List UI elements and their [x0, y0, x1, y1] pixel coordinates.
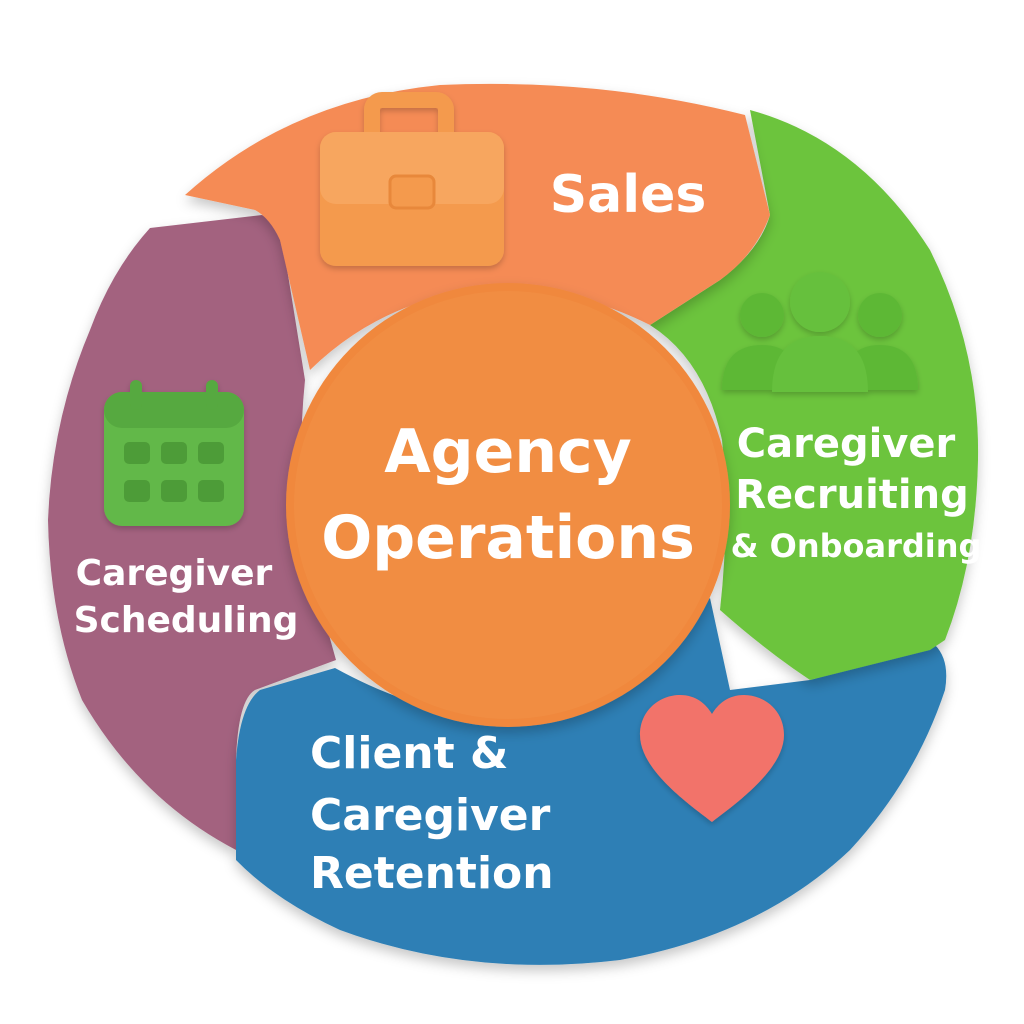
segment-label-recruiting-line1: Caregiver [737, 421, 956, 467]
center-title-line1: Agency [384, 417, 631, 487]
segment-label-retention-line3: Retention [310, 848, 554, 899]
segment-label-retention-line1: Client & [310, 728, 508, 779]
center-title-line2: Operations [321, 503, 695, 573]
segment-retention [236, 598, 947, 965]
people-group-icon [722, 272, 918, 392]
segment-label-recruiting-line3: & Onboarding [731, 527, 982, 565]
segment-label-scheduling-line2: Scheduling [74, 600, 299, 641]
calendar-icon [104, 380, 244, 526]
briefcase-icon [320, 92, 504, 266]
heart-icon [640, 695, 784, 822]
segment-label-scheduling-line1: Caregiver [76, 553, 273, 594]
segment-scheduling [48, 215, 336, 850]
segment-recruiting [650, 110, 979, 680]
segment-label-sales-line1: Sales [550, 165, 707, 225]
segment-label-retention-line2: Caregiver [310, 790, 551, 841]
segment-label-recruiting-line2: Recruiting [735, 472, 969, 518]
